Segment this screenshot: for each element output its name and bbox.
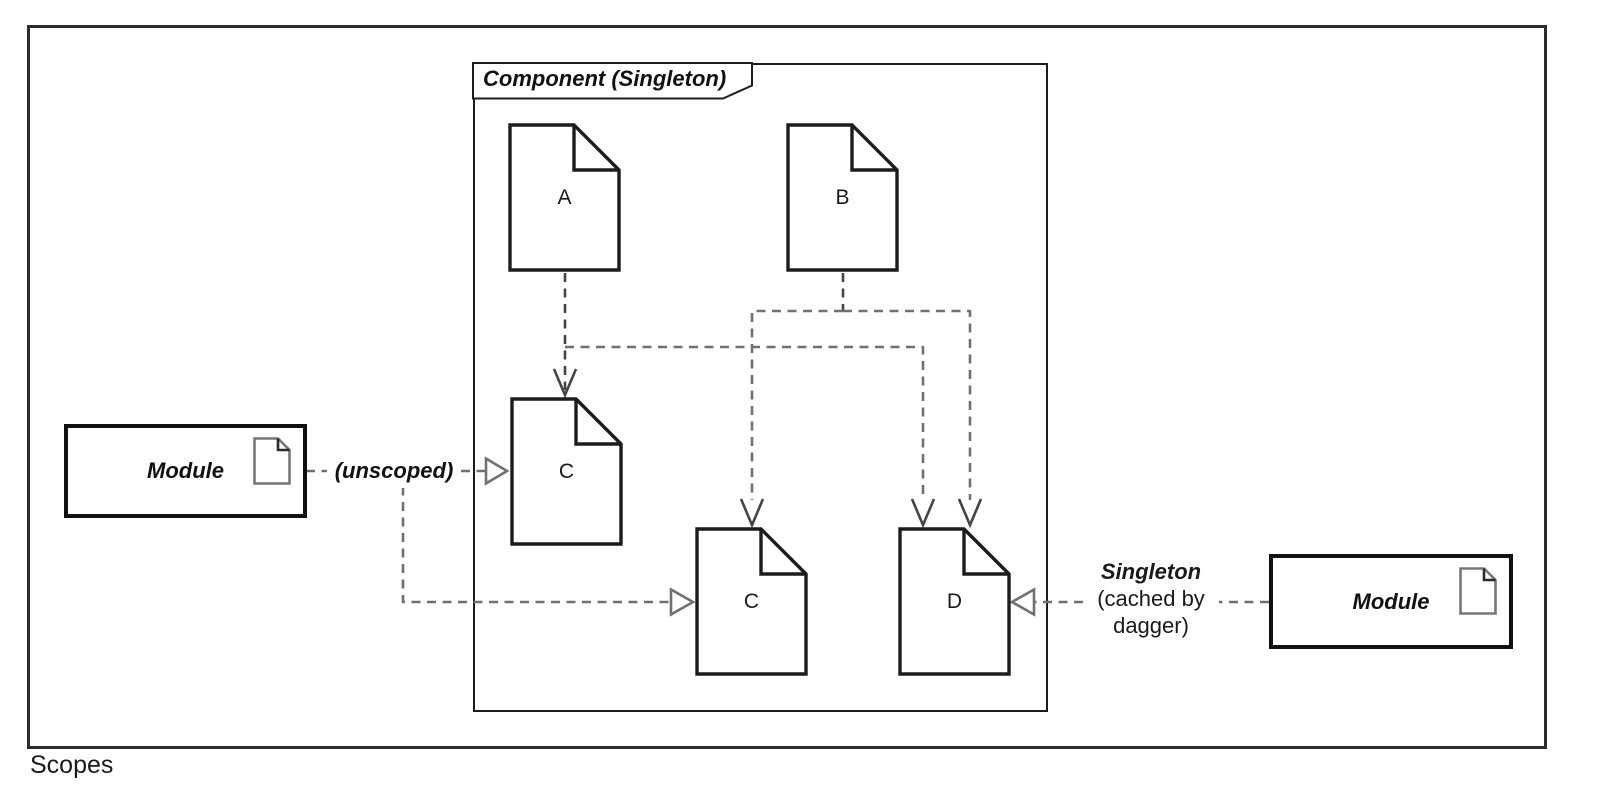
module-box-left: Module — [64, 424, 307, 518]
file-node-b: B — [786, 123, 899, 272]
component-title: Component (Singleton) — [483, 66, 727, 91]
document-icon — [1459, 567, 1497, 615]
file-label-a: A — [557, 185, 572, 209]
document-shape-icon — [786, 123, 899, 272]
singleton-label-line3: dagger) — [1113, 613, 1189, 638]
file-node-a: A — [508, 123, 621, 272]
frame-title: Scopes — [30, 751, 114, 779]
file-label-c-upper: C — [558, 459, 575, 483]
module-right-label: Module — [1352, 588, 1430, 614]
edge-label-singleton: Singleton (cached by dagger) — [1083, 558, 1219, 646]
edge-label-unscoped: (unscoped) — [327, 454, 461, 488]
file-label-d: D — [946, 589, 963, 613]
file-node-c-upper: C — [510, 397, 623, 546]
document-shape-icon — [695, 527, 808, 676]
file-node-d: D — [898, 527, 1011, 676]
singleton-label-title: Singleton — [1100, 559, 1202, 584]
document-icon — [253, 437, 291, 485]
document-shape-icon — [508, 123, 621, 272]
component-tab-shape — [472, 62, 753, 100]
module-box-right: Module — [1269, 554, 1513, 649]
file-label-c-lower: C — [743, 589, 760, 613]
file-label-b: B — [835, 185, 850, 209]
file-node-c-lower: C — [695, 527, 808, 676]
document-shape-icon — [898, 527, 1011, 676]
module-left-label: Module — [147, 458, 224, 483]
component-singleton-container — [473, 63, 1048, 712]
singleton-label-line2: (cached by — [1097, 586, 1205, 611]
